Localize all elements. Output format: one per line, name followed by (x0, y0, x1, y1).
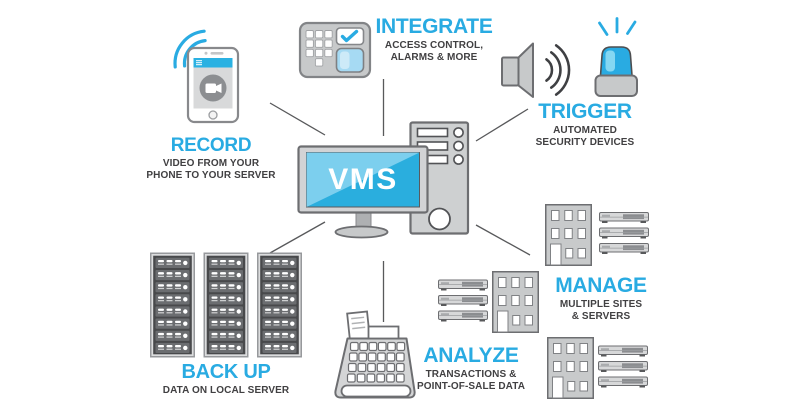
server-rack-icon (204, 253, 248, 357)
analyze-subtitle-line: TRANSACTIONS & (425, 369, 517, 381)
record-node-label: RECORD VIDEO FROM YOUR PHONE TO YOUR SER… (128, 136, 294, 182)
record-subtitle-line: PHONE TO YOUR SERVER (146, 169, 276, 181)
trigger-subtitle: AUTOMATED SECURITY DEVICES (508, 125, 662, 149)
connector-line (269, 221, 326, 254)
record-title: RECORD (170, 135, 252, 156)
integrate-node-label: INTEGRATE ACCESS CONTROL, ALARMS & MORE (358, 15, 510, 64)
alert-rays-icon (598, 17, 637, 36)
connector-line (269, 102, 326, 136)
rack-mount-server-icon (598, 361, 648, 373)
record-subtitle-line: VIDEO FROM YOUR (162, 157, 260, 169)
rack-mount-server-icon (438, 295, 488, 307)
trigger-node-label: TRIGGER AUTOMATED SECURITY DEVICES (508, 100, 662, 149)
manage-node-label: MANAGE MULTIPLE SITES & SERVERS (524, 274, 678, 323)
checkmark-icon (340, 29, 359, 43)
analyze-subtitle-line: POINT-OF-SALE DATA (416, 381, 526, 393)
register-display (367, 325, 400, 340)
vms-label: VMS (328, 162, 398, 196)
rack-mount-server-icon (599, 227, 649, 239)
manage-subtitle-line: & SERVERS (571, 311, 631, 323)
manage-subtitle-line: MULTIPLE SITES (559, 299, 643, 311)
video-camera-icon (205, 83, 222, 93)
integrate-title: INTEGRATE (375, 15, 493, 38)
analyze-subtitle: TRANSACTIONS & POINT-OF-SALE DATA (394, 369, 548, 393)
rack-mount-server-icon (599, 243, 649, 255)
home-button (208, 110, 218, 120)
power-button (428, 207, 451, 231)
building-icon (547, 337, 594, 399)
integrate-subtitle: ACCESS CONTROL, ALARMS & MORE (358, 40, 510, 64)
connector-line (475, 108, 529, 142)
trigger-title: TRIGGER (538, 100, 632, 123)
manage-title: MANAGE (555, 274, 647, 297)
rack-mount-server-icon (598, 376, 648, 388)
server-rack-icon (258, 253, 302, 357)
integrate-subtitle-line: ACCESS CONTROL, (384, 40, 484, 52)
monitor-icon (297, 145, 429, 239)
trigger-subtitle-line: AUTOMATED (553, 125, 617, 137)
manage-subtitle: MULTIPLE SITES & SERVERS (524, 299, 678, 323)
receipt-paper (346, 310, 371, 342)
analyze-title: ANALYZE (423, 344, 519, 367)
rack-mount-server-icon (438, 279, 488, 291)
integrate-subtitle-line: ALARMS & MORE (390, 52, 478, 64)
rack-mount-server-icon (598, 345, 648, 357)
alarm-beacon-icon (594, 17, 638, 97)
backup-subtitle: DATA ON LOCAL SERVER (143, 385, 309, 397)
building-icon (545, 204, 592, 266)
speaker-icon (501, 42, 571, 98)
access-keypad-icon (298, 21, 372, 79)
sound-waves-icon (545, 44, 571, 96)
backup-subtitle-line: DATA ON LOCAL SERVER (162, 385, 290, 396)
cash-register-icon (334, 310, 416, 399)
connector-lines (269, 79, 531, 322)
rack-mount-server-icon (438, 310, 488, 322)
record-subtitle: VIDEO FROM YOUR PHONE TO YOUR SERVER (128, 158, 294, 182)
smartphone-video-icon (173, 29, 240, 124)
backup-racks (151, 253, 302, 357)
analyze-node-label: ANALYZE TRANSACTIONS & POINT-OF-SALE DAT… (394, 344, 548, 393)
server-rack-icon (151, 253, 195, 357)
rack-mount-server-icon (599, 212, 649, 224)
backup-title: BACK UP (181, 361, 271, 383)
trigger-subtitle-line: SECURITY DEVICES (535, 137, 635, 149)
backup-node-label: BACK UP DATA ON LOCAL SERVER (143, 362, 309, 397)
connector-line (475, 224, 531, 256)
space-bar-key (340, 384, 412, 398)
